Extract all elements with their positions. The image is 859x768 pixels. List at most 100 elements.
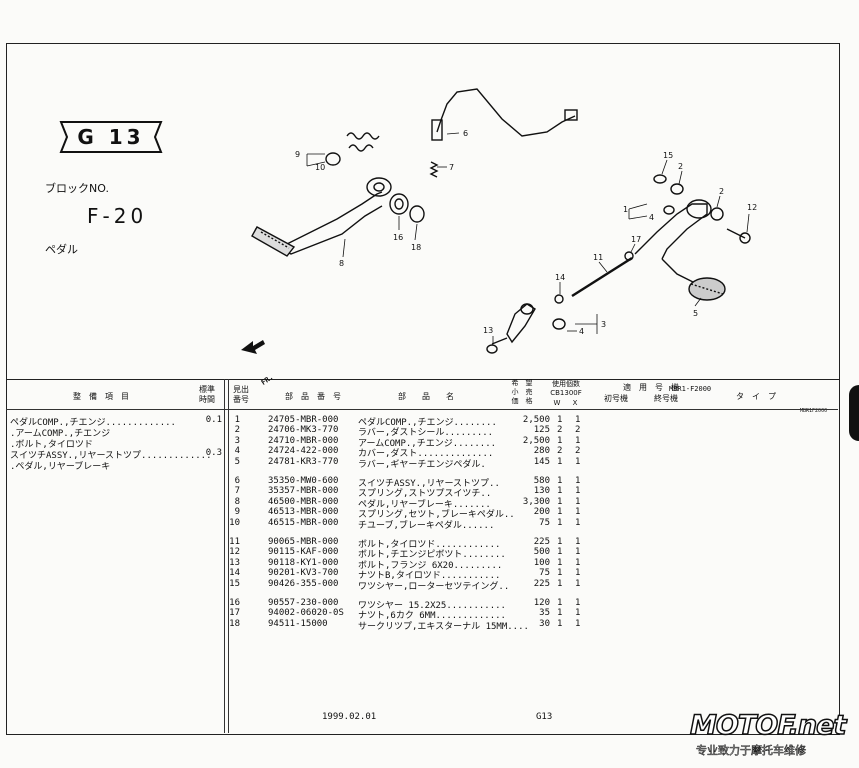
assembly-name: ペダルCOMP.,チエンジ............. — [10, 418, 176, 428]
part-ref-number: 16 — [229, 598, 240, 608]
callout-11: 11 — [593, 253, 603, 262]
callout-2a: 2 — [678, 162, 683, 171]
part-price: 125 — [533, 425, 550, 436]
watermark-logo: MOTOF.net — [689, 709, 847, 742]
assembly-time: 0.1 — [205, 415, 222, 425]
usage-w: 1 — [557, 496, 563, 507]
part-price: 280 — [533, 446, 550, 457]
assembly-row: .アームCOMP.,チエンジ — [10, 426, 224, 439]
usage-x: 1 — [575, 486, 581, 497]
hdr-applicable: 適 用 号 機 — [623, 383, 679, 392]
block-number-label: ブロックNO. — [45, 182, 109, 195]
usage-x: 1 — [575, 568, 581, 579]
callout-5: 5 — [693, 309, 698, 318]
part-name: スイツチASSY.,リヤーストツプ.. — [358, 479, 500, 489]
part-price: 35 — [539, 608, 550, 619]
block-number-value: F-20 — [87, 204, 148, 228]
hdr-first-no: 初号機 — [604, 394, 628, 403]
usage-x: 1 — [575, 476, 581, 486]
part-name: ラバー,ギヤーチエンジペダル. — [358, 459, 486, 470]
assembly-time: 0.3 — [205, 448, 222, 458]
hdr-usage: 使用個数 — [552, 380, 580, 388]
usage-x: 1 — [575, 537, 581, 547]
usage-w: 1 — [557, 507, 563, 518]
page-frame: 9 10 8 16 18 6 7 15 2 1 4 2 12 11 17 5 1… — [6, 43, 840, 735]
part-name: ナツト,6カク 6MM............. — [358, 611, 506, 622]
assembly-row: .ボルト,タイロツド — [10, 437, 224, 450]
callout-16: 16 — [393, 233, 403, 242]
catalog-code: G 13 — [77, 125, 145, 149]
usage-w: 2 — [557, 425, 563, 436]
part-name: チユーブ,ブレーキペダル...... — [358, 520, 495, 531]
part-name: カバー,ダスト.............. — [358, 449, 494, 460]
part-price: 130 — [533, 486, 550, 497]
part-name: ワツシヤー,ローターセツテイング.. — [358, 581, 510, 592]
usage-w: 1 — [557, 618, 563, 629]
usage-x: 1 — [575, 547, 581, 558]
footer-date: 1999.02.01 — [322, 712, 377, 722]
hdr-last-no: 終号機 — [654, 394, 678, 403]
callout-13: 13 — [483, 326, 493, 335]
hdr-part-name: 部 品 名 — [398, 392, 454, 401]
usage-x: 1 — [575, 435, 581, 446]
fr-arrow-icon — [241, 340, 265, 354]
callout-4a: 4 — [649, 213, 654, 222]
usage-x: 1 — [575, 598, 581, 608]
diagram-small-ref: MBR1F2000 — [800, 408, 828, 414]
callout-8: 8 — [339, 259, 344, 268]
assembly-row: ペダルCOMP.,チエンジ............. 0.1 — [10, 415, 224, 428]
part-ref-number: 1 — [234, 415, 240, 425]
part-price: 500 — [533, 547, 550, 558]
catalog-code-tag: G 13 — [59, 120, 163, 154]
part-number: 90201-KV3-700 — [268, 568, 339, 579]
part-price: 120 — [533, 598, 550, 608]
part-ref-number: 3 — [234, 435, 240, 446]
part-number: 90065-MBR-000 — [268, 537, 339, 547]
part-price: 3,300 — [522, 496, 550, 507]
diagram-ref-code: MBR1-F2000 — [669, 385, 712, 393]
assembly-name: .ボルト,タイロツド — [10, 440, 93, 450]
usage-w: 1 — [557, 568, 563, 579]
usage-w: 1 — [557, 486, 563, 497]
usage-x: 1 — [575, 578, 581, 589]
part-name: ボルト,チエンジピボツト........ — [358, 550, 506, 561]
part-price: 75 — [539, 517, 550, 528]
usage-w: 1 — [557, 476, 563, 486]
callout-7: 7 — [449, 163, 454, 172]
hdr-price: 希 望 小 売 価 格 — [511, 379, 533, 405]
parts-diagram: 9 10 8 16 18 6 7 15 2 1 4 2 12 11 17 5 1… — [7, 44, 839, 414]
part-price: 2,500 — [522, 415, 550, 425]
usage-x: 1 — [575, 608, 581, 619]
part-name: ボルト,フランジ 6X20......... — [358, 560, 503, 571]
callout-4b: 4 — [579, 327, 584, 336]
usage-x: 1 — [575, 415, 581, 425]
part-number: 35350-MW0-600 — [268, 476, 339, 486]
part-name: ペダル,リヤーブレーキ....... — [358, 499, 491, 510]
callout-3: 3 — [601, 320, 606, 329]
hdr-type: タ イ プ — [736, 392, 776, 401]
part-number: 90115-KAF-000 — [268, 547, 339, 558]
usage-x: 1 — [575, 618, 581, 629]
watermark-subtitle: 专业致力于摩托车维修 — [696, 744, 807, 758]
header-divider — [6, 409, 838, 410]
part-number: 24724-422-000 — [268, 446, 339, 457]
part-name: ラバー,ダストシール......... — [358, 428, 494, 439]
part-number: 35357-MBR-000 — [268, 486, 339, 497]
part-number: 46500-MBR-000 — [268, 496, 339, 507]
part-ref-number: 13 — [229, 557, 240, 568]
hdr-usage-x: X — [572, 399, 578, 407]
part-name: ナツトB,タイロツド........... — [358, 571, 501, 582]
part-ref-number: 5 — [234, 456, 240, 467]
part-price: 225 — [533, 578, 550, 589]
